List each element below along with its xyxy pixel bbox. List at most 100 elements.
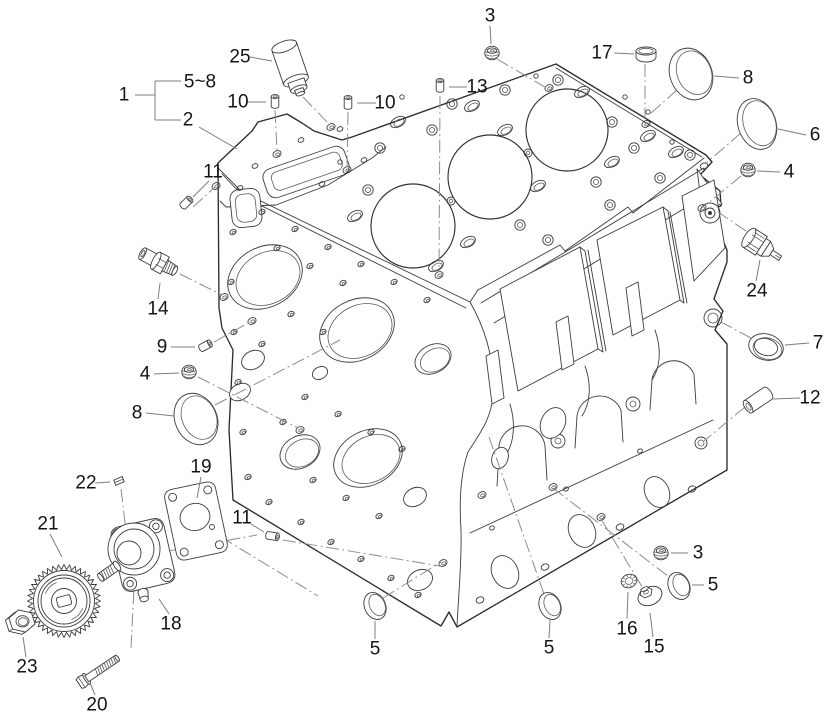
part-10-right xyxy=(343,95,353,110)
part-4-left xyxy=(181,364,197,380)
axis-9 xyxy=(213,321,251,343)
axis-8-top xyxy=(649,89,678,115)
leader-4-right xyxy=(756,170,781,173)
part-18 xyxy=(97,518,176,603)
part-layer xyxy=(5,39,784,689)
callout-label-5-8[interactable]: 5~8 xyxy=(184,72,216,93)
part-24 xyxy=(741,227,783,261)
part-3-top xyxy=(484,45,500,61)
callout-label-25[interactable]: 25 xyxy=(229,47,250,68)
leader-16 xyxy=(626,591,629,620)
part-21 xyxy=(27,564,101,638)
axis-5-bottom-left xyxy=(382,561,442,599)
leader-6 xyxy=(777,128,807,136)
callout-label-4-left[interactable]: 4 xyxy=(140,364,151,385)
part-12 xyxy=(742,386,774,414)
callout-label-18[interactable]: 18 xyxy=(160,614,181,635)
callout-label-22[interactable]: 22 xyxy=(75,473,96,494)
leader-18 xyxy=(158,598,170,615)
part-15 xyxy=(637,585,663,607)
axis-11-top xyxy=(192,186,216,208)
axis-4-right xyxy=(706,175,742,205)
callout-label-11-bottom[interactable]: 11 xyxy=(232,508,252,529)
callout-label-8-top[interactable]: 8 xyxy=(743,68,754,89)
part-11-bottom xyxy=(265,531,280,542)
leader-15 xyxy=(649,612,654,638)
callout-label-11-top[interactable]: 11 xyxy=(203,162,223,183)
leader-11-top xyxy=(192,180,210,198)
axis-10-left xyxy=(274,109,278,152)
callout-label-19[interactable]: 19 xyxy=(190,457,211,478)
callout-label-23[interactable]: 23 xyxy=(16,657,37,678)
axis-24 xyxy=(717,211,747,232)
leader-4-left xyxy=(153,372,180,375)
leader-3-top xyxy=(489,25,492,45)
callout-label-16[interactable]: 16 xyxy=(616,619,637,640)
axis-4-left xyxy=(197,376,299,429)
callout-label-15[interactable]: 15 xyxy=(643,637,664,658)
part-17 xyxy=(635,46,657,63)
axis-layer xyxy=(120,58,752,649)
callout-label-3-top[interactable]: 3 xyxy=(485,6,496,27)
axis-7 xyxy=(720,321,752,339)
part-25 xyxy=(271,39,309,97)
callout-label-4-right[interactable]: 4 xyxy=(784,162,795,183)
leader-12 xyxy=(772,397,801,400)
leader-24 xyxy=(755,259,761,282)
part-4-right xyxy=(740,162,756,178)
callout-label-5-right[interactable]: 5 xyxy=(708,575,719,596)
leader-2 xyxy=(198,126,238,150)
leader-layer xyxy=(22,25,810,696)
part-6 xyxy=(736,98,778,150)
leader-7 xyxy=(784,342,810,346)
callout-label-14[interactable]: 14 xyxy=(147,299,169,320)
axis-8-left xyxy=(214,339,341,406)
callout-label-12[interactable]: 12 xyxy=(799,388,820,409)
axis-10-right xyxy=(346,111,349,168)
part-5-right xyxy=(667,572,691,600)
callout-label-10-right[interactable]: 10 xyxy=(374,93,395,114)
axis-20 xyxy=(130,587,135,649)
part-19 xyxy=(164,481,228,561)
engine-block-illustration xyxy=(211,63,728,628)
leader-19 xyxy=(196,476,202,499)
callout-label-20[interactable]: 20 xyxy=(86,695,107,716)
part-22 xyxy=(113,475,125,486)
part-23 xyxy=(5,609,36,635)
callout-label-8-left[interactable]: 8 xyxy=(132,403,143,424)
leader-5-bottom-center xyxy=(548,619,551,639)
callout-label-17[interactable]: 17 xyxy=(591,43,612,64)
callout-label-3-bottom[interactable]: 3 xyxy=(693,543,704,564)
callout-label-2[interactable]: 2 xyxy=(183,110,194,131)
axis-13 xyxy=(438,95,441,273)
axis-19 xyxy=(220,536,319,597)
callout-label-24[interactable]: 24 xyxy=(746,281,768,302)
axis-3-top xyxy=(496,58,551,91)
callout-label-1[interactable]: 1 xyxy=(119,85,130,106)
leader-14 xyxy=(157,282,161,300)
callout-label-9[interactable]: 9 xyxy=(157,337,168,358)
part-10-left xyxy=(270,94,280,109)
axis-14 xyxy=(179,273,223,296)
axis-11-bottom xyxy=(282,539,441,567)
axis-6 xyxy=(704,132,742,165)
callout-label-7[interactable]: 7 xyxy=(813,333,824,354)
leader-22 xyxy=(94,481,111,484)
callout-label-10-left[interactable]: 10 xyxy=(227,92,248,113)
part-14 xyxy=(138,247,179,276)
part-8-top xyxy=(668,47,714,101)
callout-label-5-bottom-left[interactable]: 5 xyxy=(370,639,381,660)
leader-21 xyxy=(49,533,63,558)
part-3-bottom xyxy=(653,545,669,561)
leader-25 xyxy=(249,56,273,62)
axis-12 xyxy=(703,406,746,442)
callout-label-5-bottom-center[interactable]: 5 xyxy=(544,638,555,659)
callout-label-6[interactable]: 6 xyxy=(810,125,821,146)
callout-label-13[interactable]: 13 xyxy=(466,77,487,98)
callout-label-21[interactable]: 21 xyxy=(37,514,58,535)
part-5-bottom-left xyxy=(363,592,387,620)
leader-17 xyxy=(613,52,635,55)
part-9 xyxy=(198,339,213,352)
